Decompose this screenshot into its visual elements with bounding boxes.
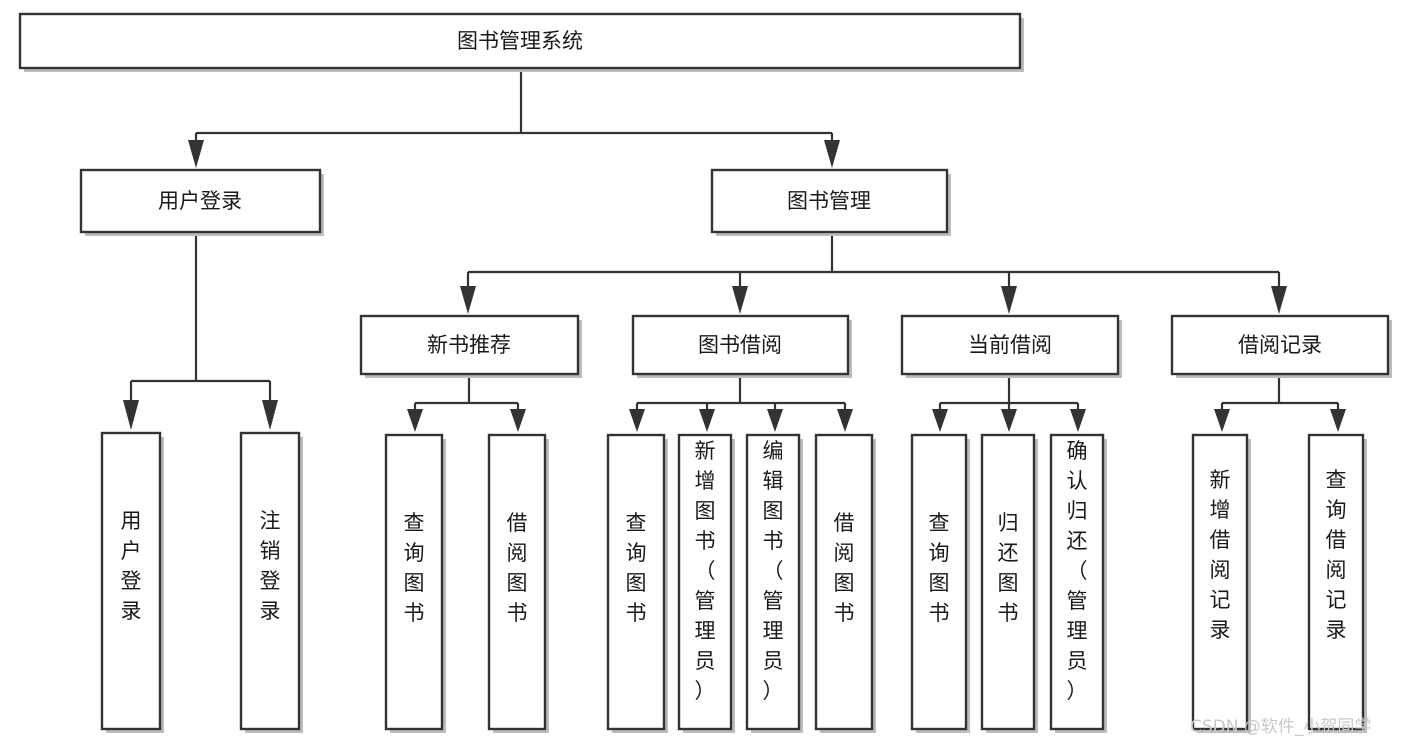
node-new-book-recommend[interactable]: 新书推荐 [359,314,582,378]
arrow-current-borrow-leaf-2 [1001,409,1017,432]
leaf-borrow-records-2[interactable]: 查询借阅记录 [1307,433,1367,733]
node-user-login-rect[interactable] [79,168,322,234]
node-user-login-label: 用户登录 [158,189,242,213]
leaf-borrow-books-1-rect[interactable] [606,433,666,731]
leaf-current-borrow-2-rect[interactable] [980,433,1036,731]
leaf-current-borrow-2-label: 归还图书 [998,511,1019,625]
leaf-borrow-books-3-rect[interactable] [745,433,801,731]
arrow-borrow-records-leaf-1 [1214,409,1230,432]
leaf-borrow-records-2-label: 查询借阅记录 [1326,468,1347,642]
leaf-borrow-books-2-rect[interactable] [677,433,733,731]
node-new-book-recommend-rect[interactable] [359,314,580,376]
arrow-book-mgmt-to-borrow-books [732,286,748,314]
node-current-borrow-label: 当前借阅 [968,333,1052,357]
arrow-user-login-leaf-1 [123,400,139,430]
node-root-rect[interactable] [18,12,1022,70]
leaf-user-login-2-rect[interactable] [239,431,301,731]
leaf-new-books-2-rect[interactable] [487,433,547,731]
csdn-watermark: CSDN @软件_小贺同学 [1190,717,1371,737]
leaf-borrow-books-3[interactable]: 编辑图书（管理员） [745,433,803,733]
node-borrow-records-rect[interactable] [1170,314,1390,376]
node-current-borrow-rect[interactable] [900,314,1120,376]
arrow-borrow-books-leaf-2 [699,409,715,432]
node-new-book-recommend-label: 新书推荐 [427,333,511,357]
leaf-borrow-books-4-rect[interactable] [814,433,874,731]
leaf-borrow-books-3-label: 编辑图书（管理员） [763,439,784,703]
connector-layer [123,71,1346,432]
leaf-current-borrow-3[interactable]: 确认归还（管理员） [1049,433,1107,733]
leaf-current-borrow-2[interactable]: 归还图书 [980,433,1038,733]
leaf-current-borrow-1[interactable]: 查询图书 [910,433,970,733]
leaf-new-books-1-rect[interactable] [384,433,444,731]
leaf-current-borrow-1-label: 查询图书 [929,511,950,625]
arrow-user-login-leaf-2 [262,400,278,430]
leaf-current-borrow-3-rect[interactable] [1049,433,1105,731]
leaf-borrow-books-2[interactable]: 新增图书（管理员） [677,433,735,733]
arrow-borrow-books-leaf-1 [629,409,645,432]
node-borrow-records[interactable]: 借阅记录 [1170,314,1392,378]
node-borrow-records-label: 借阅记录 [1238,333,1322,357]
leaf-borrow-books-1[interactable]: 查询图书 [606,433,668,733]
arrow-root-to-book-mgmt [824,140,840,168]
arrow-root-to-user-login [188,140,204,168]
arrow-borrow-records-leaf-2 [1330,409,1346,432]
node-book-management-label: 图书管理 [787,189,871,213]
leaf-borrow-books-4-label: 借阅图书 [834,511,855,625]
leaf-borrow-records-2-rect[interactable] [1307,433,1365,731]
leaf-new-books-1-label: 查询图书 [404,511,425,625]
arrow-new-books-leaf-1 [407,409,423,432]
leaf-new-books-1[interactable]: 查询图书 [384,433,446,733]
leaf-borrow-books-4[interactable]: 借阅图书 [814,433,876,733]
leaf-user-login-1-rect[interactable] [100,431,162,731]
node-book-borrow-rect[interactable] [631,314,850,376]
node-current-borrow[interactable]: 当前借阅 [900,314,1122,378]
leaf-borrow-books-1-label: 查询图书 [626,511,647,625]
node-root[interactable]: 图书管理系统 [18,12,1024,72]
arrow-borrow-books-leaf-3 [767,409,783,432]
leaf-borrow-records-1[interactable]: 新增借阅记录 [1191,433,1251,733]
leaf-user-login-1-label: 用户登录 [121,509,142,623]
arrow-book-mgmt-to-current-borrow [1001,286,1017,314]
arrow-current-borrow-leaf-3 [1070,409,1086,432]
leaf-new-books-2[interactable]: 借阅图书 [487,433,549,733]
node-book-borrow-label: 图书借阅 [698,333,782,357]
leaf-borrow-records-1-rect[interactable] [1191,433,1249,731]
node-book-management-rect[interactable] [710,168,949,234]
leaf-user-login-2-label: 注销登录 [260,509,281,623]
arrow-book-mgmt-to-new-books [460,286,476,314]
arrow-new-books-leaf-2 [510,409,526,432]
leaf-user-login-2[interactable]: 注销登录 [239,431,303,733]
leaf-new-books-2-label: 借阅图书 [507,511,528,625]
node-book-borrow[interactable]: 图书借阅 [631,314,852,378]
leaf-user-login-1[interactable]: 用户登录 [100,431,164,733]
leaf-borrow-records-1-label: 新增借阅记录 [1210,468,1231,642]
arrow-borrow-books-leaf-4 [837,409,853,432]
arrow-current-borrow-leaf-1 [932,409,948,432]
leaf-current-borrow-3-label: 确认归还（管理员） [1067,439,1088,703]
leaf-current-borrow-1-rect[interactable] [910,433,968,731]
leaf-borrow-books-2-label: 新增图书（管理员） [695,439,716,703]
arrow-book-mgmt-to-borrow-records [1271,286,1287,314]
node-root-label: 图书管理系统 [457,29,583,53]
node-book-management[interactable]: 图书管理 [710,168,951,236]
node-user-login[interactable]: 用户登录 [79,168,324,236]
